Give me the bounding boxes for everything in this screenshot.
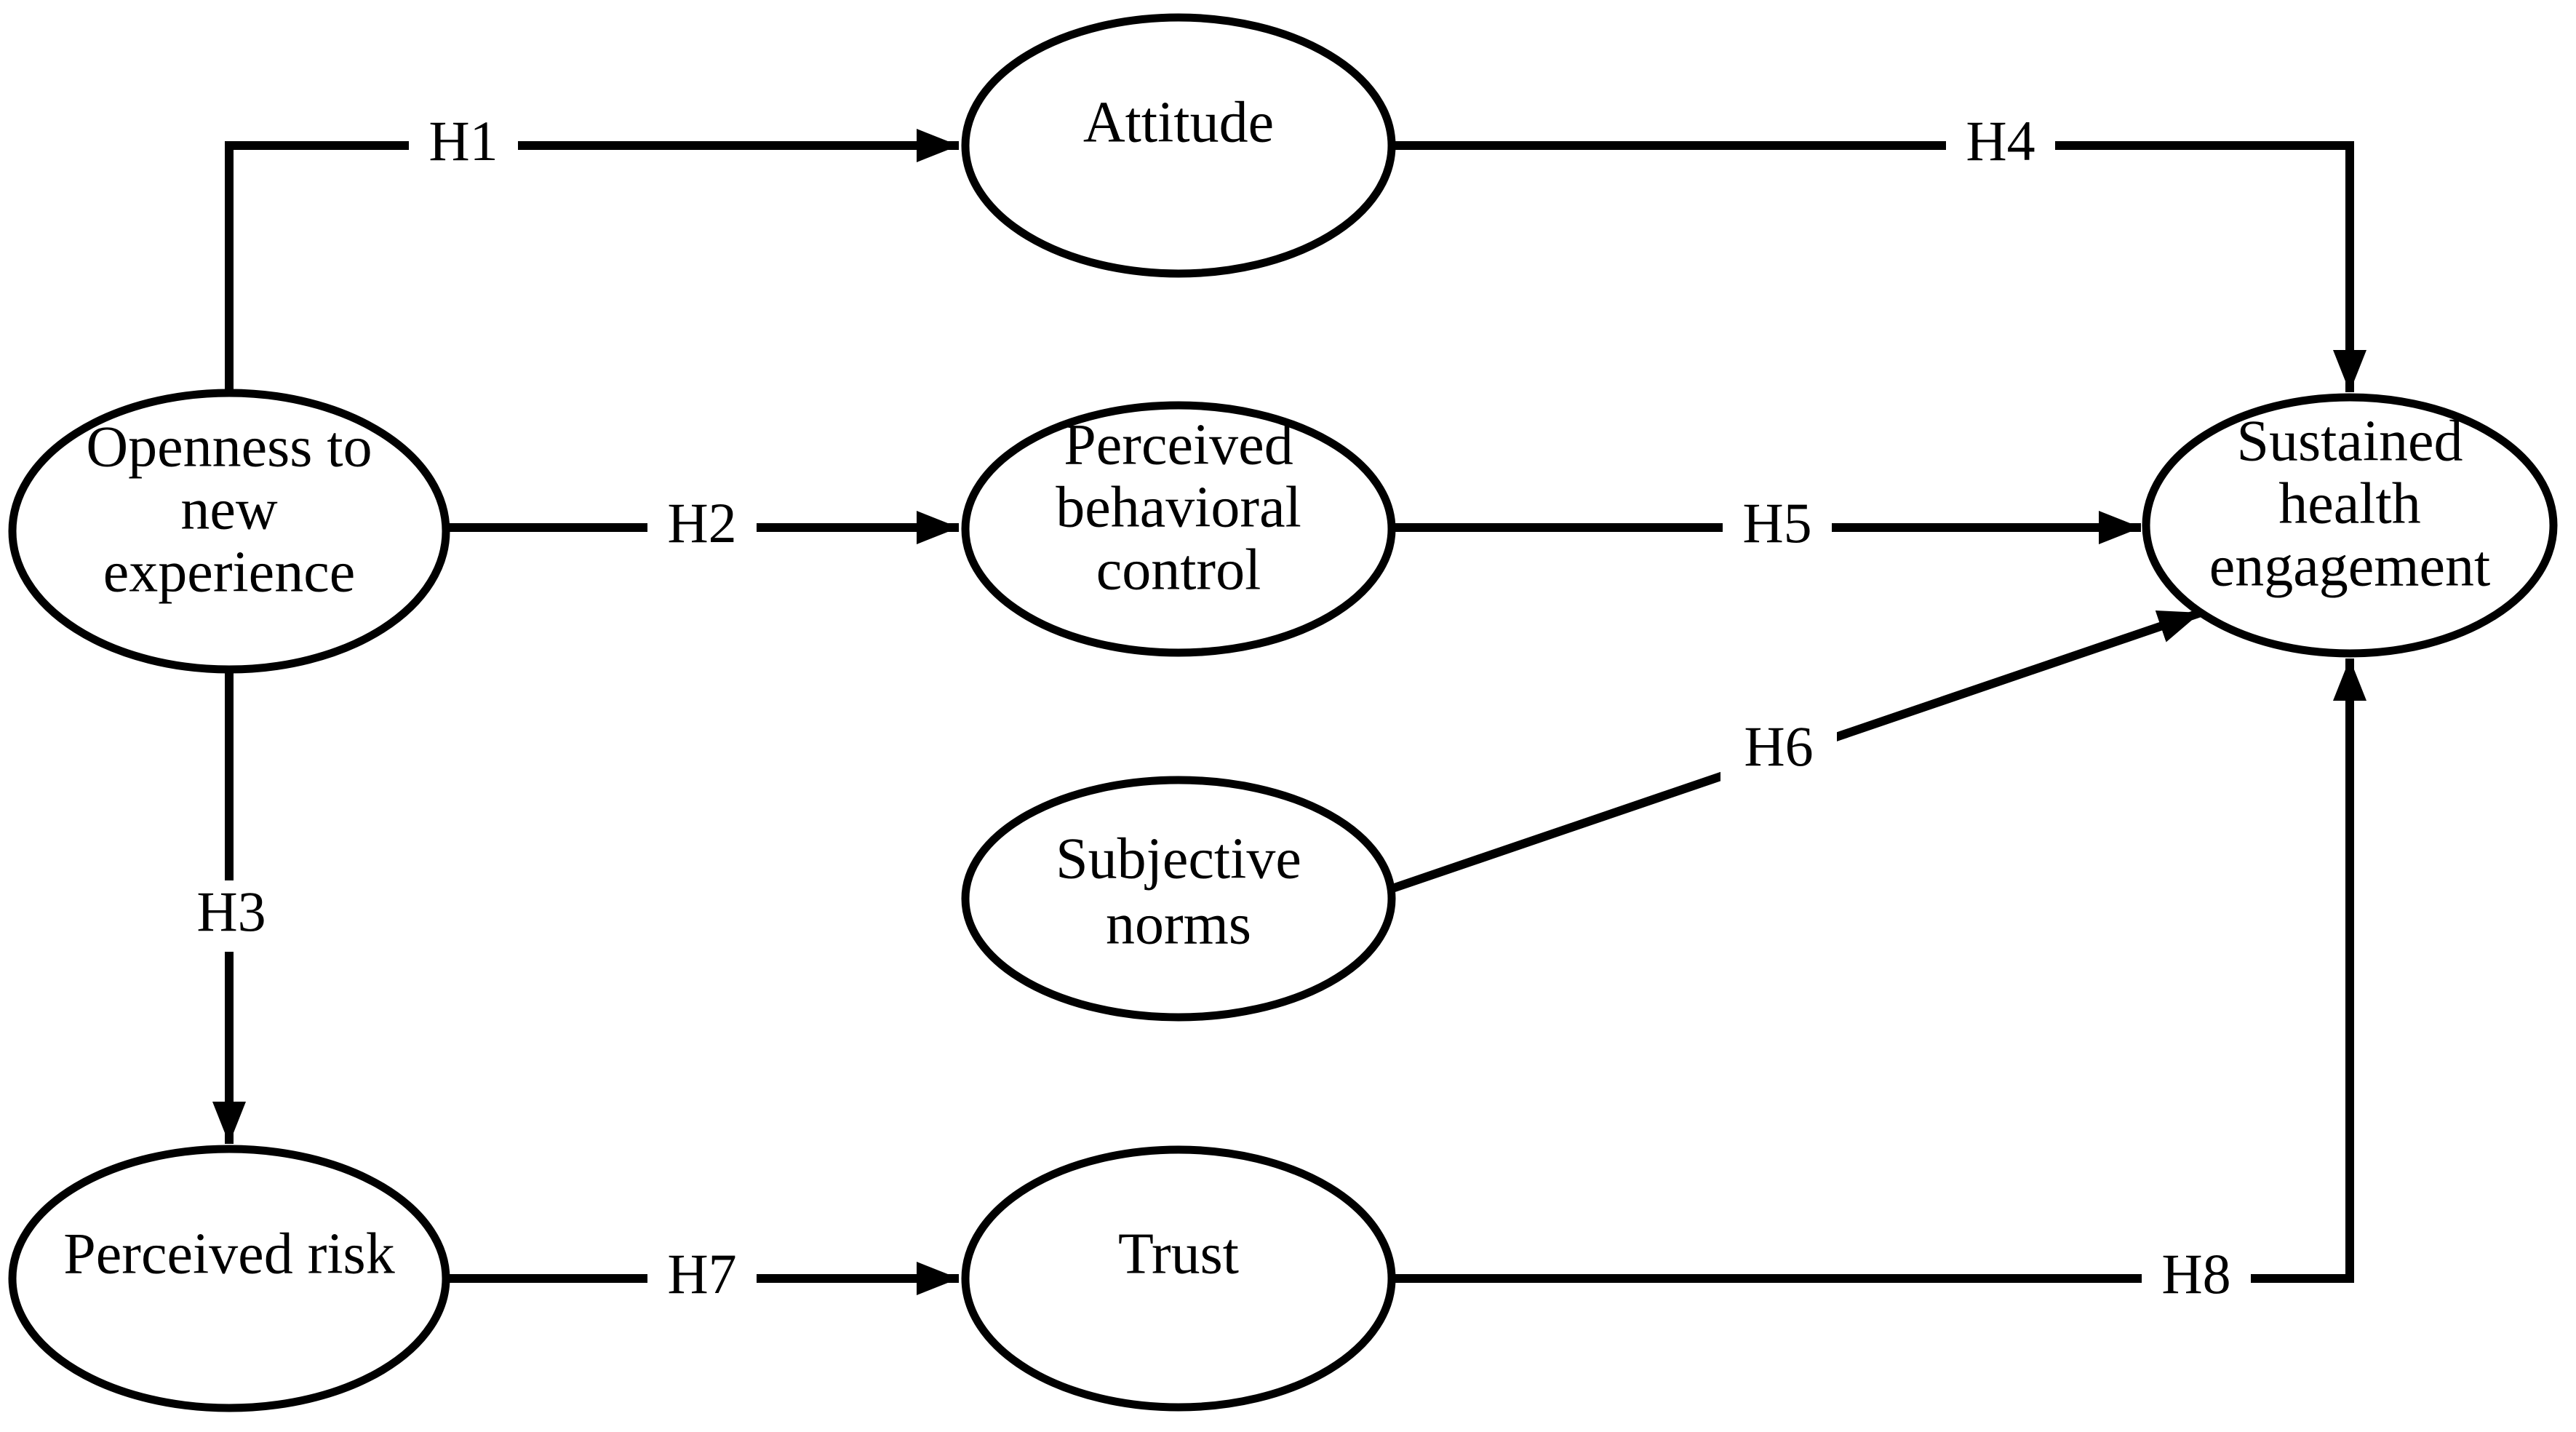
edge-h6-label-mask [1720, 715, 1837, 787]
edge-h2-label: H2 [667, 491, 736, 554]
edge-h5-label-mask [1723, 493, 1832, 562]
edge-h7-label-mask [647, 1244, 757, 1313]
node-trust-label: Trust [1118, 1222, 1239, 1286]
edge-h4-label-mask [1946, 111, 2055, 180]
edge-h8-path [1392, 659, 2366, 1283]
edge-h3-label-mask [177, 880, 286, 952]
node-sustained-health-engagement-label-line-1: Sustained [2236, 409, 2463, 473]
node-attitude-label: Attitude [1083, 90, 1274, 154]
edge-h1-label-mask [409, 111, 518, 180]
node-sustained-health-engagement-label-line-3: engagement [2209, 534, 2490, 598]
edge-h7-label: H7 [667, 1242, 736, 1305]
node-perceived-behavioral-control-label-line-1: Perceived [1064, 413, 1293, 477]
node-subjective-norms-label-line-1: Subjective [1056, 827, 1301, 891]
edge-h8-label-mask [2142, 1244, 2251, 1313]
node-openness-label-line-1: Openness to [86, 415, 372, 479]
edge-h4-path [1392, 141, 2366, 392]
node-openness-label-line-2: new [180, 477, 278, 541]
node-openness-label-line-3: experience [103, 540, 355, 604]
node-subjective-norms-ellipse [961, 776, 1396, 1022]
edge-h3-label: H3 [196, 880, 266, 943]
edge-h1-path [225, 129, 959, 393]
node-subjective-norms-label-line-2: norms [1106, 892, 1251, 956]
edge-h1-label: H1 [428, 109, 498, 172]
edge-h5-label: H5 [1742, 491, 1811, 554]
node-sustained-health-engagement-ellipse [2142, 393, 2558, 658]
node-sustained-health-engagement-label-line-2: health [2278, 472, 2420, 536]
node-perceived-risk-label: Perceived risk [63, 1222, 394, 1286]
edge-h8-label: H8 [2161, 1242, 2230, 1305]
node-perceived-behavioral-control-label-line-3: control [1096, 538, 1261, 602]
edge-h2-label-mask [647, 493, 757, 562]
edge-h6-label: H6 [1744, 715, 1813, 778]
edge-h4-label: H4 [1966, 109, 2035, 172]
node-perceived-behavioral-control-label-line-2: behavioral [1056, 475, 1301, 539]
